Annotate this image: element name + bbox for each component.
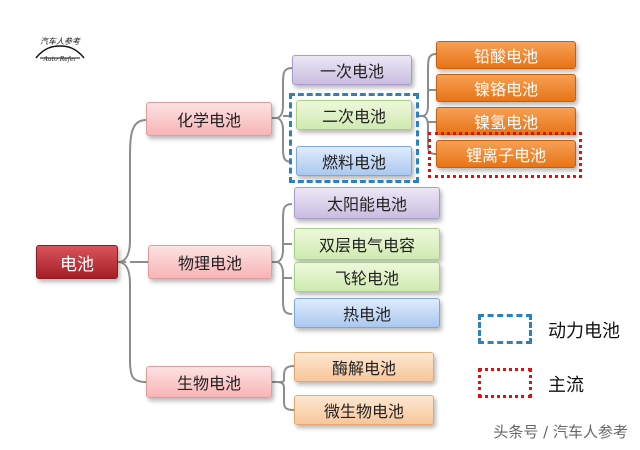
watermark: 头条号 / 汽车人参考 [493, 423, 628, 441]
logo-title: 汽车人参考 [40, 37, 80, 46]
node-primary-battery: 一次电池 [292, 55, 412, 85]
category-chemical: 化学电池 [146, 102, 272, 136]
node-li-ion: 锂离子电池 [436, 140, 576, 168]
root-node: 电池 [36, 245, 118, 279]
mainstream-highlight [428, 132, 582, 178]
node-microbial-cell: 微生物电池 [294, 395, 434, 425]
node-lead-acid: 铅酸电池 [436, 41, 576, 69]
power-battery-highlight [289, 93, 419, 183]
logo-subtitle: Auto Refer [43, 56, 77, 63]
legend-mainstream-swatch [478, 368, 532, 398]
physical-bracket [272, 203, 293, 315]
category-biological: 生物电池 [146, 366, 272, 398]
legend-mainstream-label: 主流 [548, 375, 584, 396]
legend-power-swatch [478, 314, 532, 344]
node-ni-mh: 镍氢电池 [436, 107, 576, 135]
car-logo-icon [35, 45, 85, 59]
logo: 汽车人参考 Auto Refer [30, 36, 90, 68]
node-fuel-cell: 燃料电池 [296, 146, 412, 176]
node-flywheel: 飞轮电池 [294, 262, 440, 292]
node-enzyme-cell: 酶解电池 [294, 352, 434, 382]
node-thermal-battery: 热电池 [294, 298, 440, 328]
node-ni-cd: 镍铬电池 [436, 74, 576, 102]
node-supercapacitor: 双层电气电容 [294, 228, 440, 260]
node-secondary-battery: 二次电池 [296, 100, 412, 130]
root-bracket [117, 119, 147, 383]
node-solar-cell: 太阳能电池 [294, 187, 440, 219]
legend-power-label: 动力电池 [548, 321, 620, 342]
secondary-bracket [418, 53, 437, 155]
category-physical: 物理电池 [148, 245, 272, 279]
biological-bracket [272, 365, 295, 411]
